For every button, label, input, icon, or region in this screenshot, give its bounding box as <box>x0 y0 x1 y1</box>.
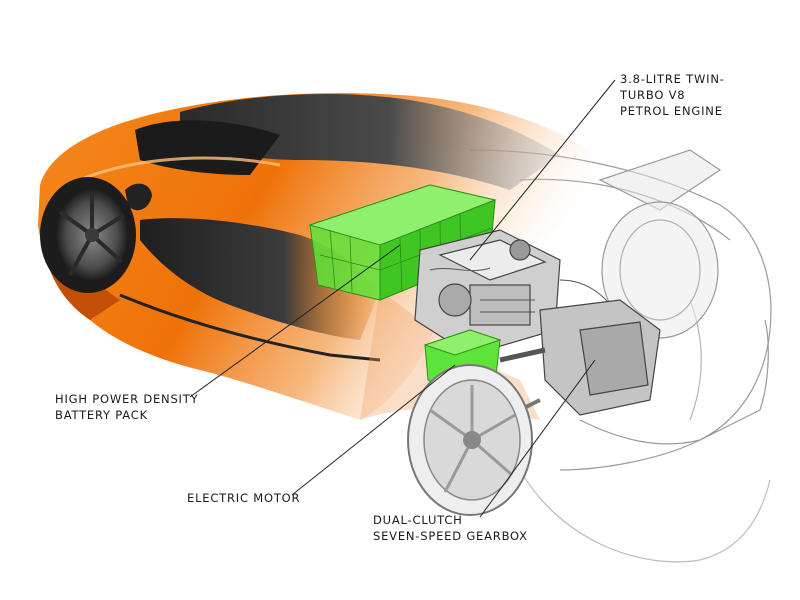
ghost-body-rear <box>469 149 772 563</box>
v8-engine <box>414 229 621 356</box>
label-gearbox: DUAL-CLUTCH SEVEN-SPEED GEARBOX <box>373 513 528 543</box>
rear-wheel <box>407 364 533 516</box>
leader-lines <box>189 79 616 518</box>
leader-engine <box>469 79 616 261</box>
leader-gearbox <box>479 359 596 518</box>
roof <box>180 93 560 190</box>
mirror <box>125 183 152 211</box>
front-wheel <box>40 177 136 293</box>
leader-motor <box>291 364 456 496</box>
label-electric-motor: ELECTRIC MOTOR <box>187 491 301 505</box>
label-petrol-engine: 3.8-LITRE TWIN- TURBO V8 PETROL ENGINE <box>620 72 725 118</box>
leader-battery <box>189 244 401 398</box>
side-skirt <box>119 293 381 362</box>
gearbox <box>479 299 661 432</box>
label-battery-pack: HIGH POWER DENSITY BATTERY PACK <box>55 392 199 422</box>
